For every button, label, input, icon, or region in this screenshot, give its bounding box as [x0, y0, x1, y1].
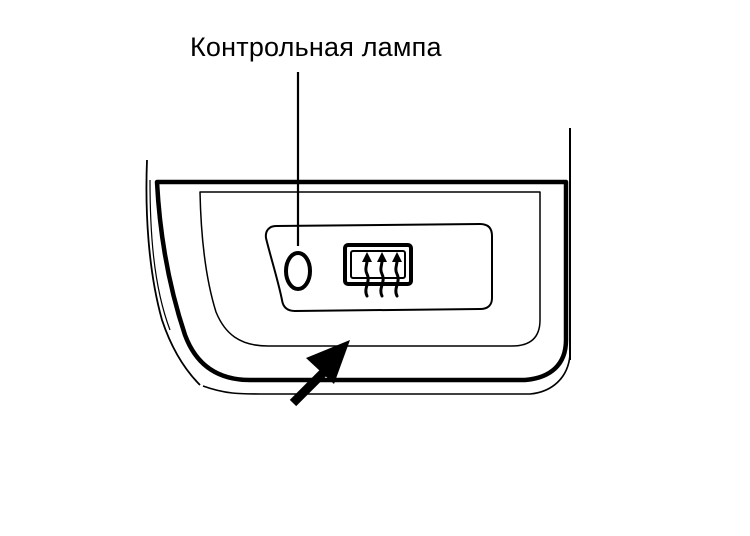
indicator-lamp-label: Контрольная лампа: [190, 32, 442, 62]
switch-bezel: [264, 223, 493, 312]
rear-window-defroster-icon[interactable]: [343, 243, 413, 298]
panel-outer-contour: [154, 179, 569, 383]
indicator-lamp: [284, 251, 312, 291]
housing-left-edge-inner: [149, 179, 171, 331]
panel-outer-bottom-line: [202, 354, 571, 395]
arrow-icon: [289, 340, 350, 407]
panel-inner-recess: [199, 191, 541, 347]
housing-left-edge-outer: [145, 159, 201, 386]
